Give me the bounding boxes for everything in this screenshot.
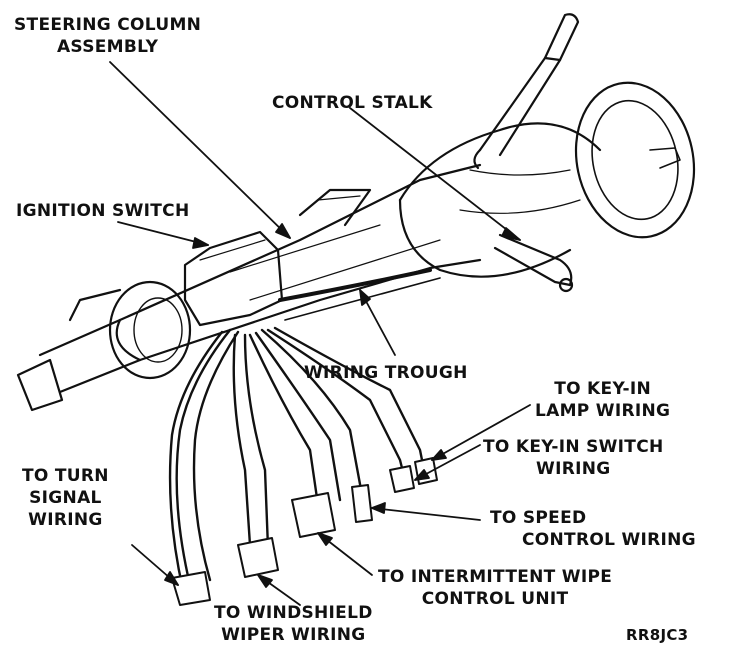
label-line: TO TURN — [22, 466, 109, 486]
intermittent-wipe-connector — [291, 492, 336, 538]
figure-code: RR8JC3 — [626, 626, 689, 644]
label-key-in-lamp-wiring: TO KEY-IN LAMP WIRING — [535, 378, 670, 422]
label-line: TO KEY-IN SWITCH — [483, 437, 664, 457]
label-line: WIRING — [28, 510, 103, 530]
label-line: TO SPEED — [490, 508, 587, 528]
label-turn-signal-wiring: TO TURN SIGNAL WIRING — [22, 465, 109, 531]
label-speed-control-wiring: TO SPEED CONTROL WIRING — [490, 507, 696, 551]
label-line: CONTROL UNIT — [421, 589, 569, 609]
label-line: STEERING COLUMN — [14, 15, 202, 35]
speed-control-connector — [351, 484, 373, 523]
label-intermittent-wipe: TO INTERMITTENT WIPE CONTROL UNIT — [378, 566, 612, 610]
label-line: TO INTERMITTENT WIPE — [378, 567, 613, 587]
windshield-wiper-connector — [237, 537, 279, 578]
connectors — [171, 457, 438, 606]
label-key-in-switch-wiring: TO KEY-IN SWITCH WIRING — [483, 436, 664, 480]
label-ignition-switch: IGNITION SWITCH — [16, 201, 190, 221]
label-windshield-wiper-wiring: TO WINDSHIELD WIPER WIRING — [214, 602, 373, 646]
label-line: LAMP WIRING — [535, 401, 671, 421]
label-line: SIGNAL — [29, 488, 102, 508]
label-line: CONTROL WIRING — [522, 530, 696, 550]
turn-signal-connector — [171, 571, 211, 606]
lock-housing — [16, 280, 192, 412]
label-line: ASSEMBLY — [56, 37, 159, 57]
label-line: WIPER WIRING — [221, 625, 366, 645]
label-wiring-trough: WIRING TROUGH — [304, 363, 468, 383]
label-control-stalk: CONTROL STALK — [272, 93, 433, 113]
steering-hub-ring — [398, 81, 696, 278]
label-line: TO KEY-IN — [554, 379, 652, 399]
label-line: WIRING — [536, 459, 611, 479]
label-steering-column-assembly: STEERING COLUMN ASSEMBLY — [14, 14, 201, 58]
label-line: TO WINDSHIELD — [214, 603, 373, 623]
leader-lines — [109, 61, 531, 606]
key-in-switch-connector — [389, 465, 415, 493]
control-stalk-lever — [473, 13, 580, 293]
wire-harness — [168, 326, 427, 592]
